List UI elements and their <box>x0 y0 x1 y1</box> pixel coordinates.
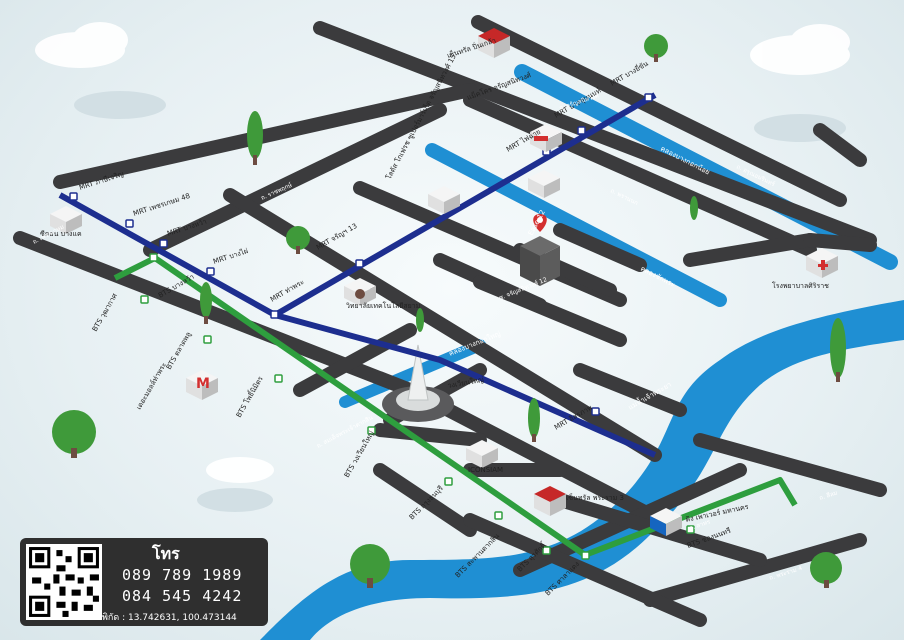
wongwian-yai-monument <box>382 344 454 422</box>
contact-title: โทร <box>152 544 180 563</box>
phone-number-2[interactable]: 084 545 4242 <box>122 587 243 605</box>
phone-number-1[interactable]: 089 789 1989 <box>122 566 243 584</box>
label-road-phran-nok: ถ. พรานนก <box>609 188 639 208</box>
qr-code <box>26 544 102 620</box>
label-bts-wongwian-yai: BTS วงเวียนใหญ่ <box>342 429 376 479</box>
label-iconsiam: ICONSIAM <box>468 466 503 474</box>
project-building <box>520 214 560 286</box>
label-bts-talat-phlu: BTS ตลาดพลู <box>165 331 193 371</box>
contact-box: โทร 089 789 1989 084 545 4242 พิกัด : 13… <box>20 538 268 626</box>
label-road-silom: ถ. สีลม <box>818 488 838 501</box>
clouds <box>35 22 850 483</box>
svg-text:M: M <box>196 376 210 392</box>
label-mrt-bang-yi-khan: MRT บางยี่ขัน <box>609 59 650 88</box>
label-bts-wutthakat: BTS วุฒากาศ <box>91 292 119 333</box>
label-seacon: ซีคอน บางแค <box>40 230 82 238</box>
canal-bangkok-yai <box>425 143 727 307</box>
buildings: M <box>50 28 838 536</box>
bts-station-markers <box>140 253 695 560</box>
label-siriraj: โรงพยาบาลศิริราช <box>772 281 829 290</box>
label-mrt-charan-13: MRT จรัญฯ 13 <box>315 222 359 252</box>
label-the-mall: เดอะมอลล์ท่าพระ <box>135 361 169 411</box>
label-mrt-bang-phai: MRT บางไผ่ <box>212 246 249 266</box>
label-central-rama3: เซ็นทรัล พระราม 3 <box>566 493 624 502</box>
label-mrt-phet-kasem-48: MRT เพชรเกษม 48 <box>132 192 191 218</box>
coordinates: พิกัด : 13.742631, 100.473144 <box>102 613 237 623</box>
chao-phraya-river <box>260 300 904 640</box>
label-siam-tech: วิทยาลัยเทคโนโลยีสยาม <box>346 301 420 310</box>
label-bts-pho-nimit: BTS โพธิ์นิมิตร <box>233 374 265 419</box>
trees <box>52 34 846 588</box>
